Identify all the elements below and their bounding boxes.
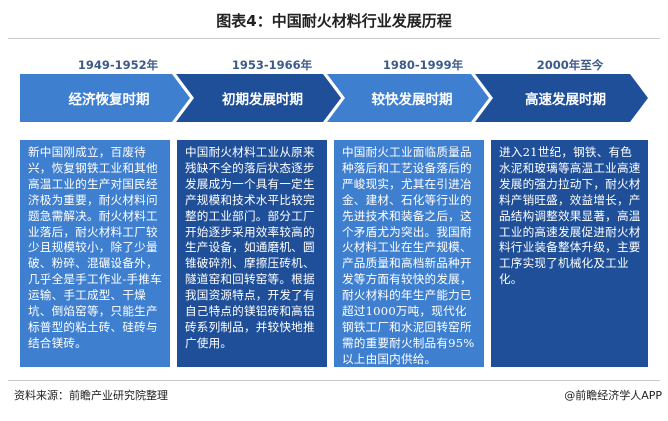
stage-2-description: 中国耐火材料工业从原来残缺不全的落后状态逐步发展成为一个具有一定生产规模和技术水… xyxy=(177,140,327,367)
bottom-divider xyxy=(8,380,660,381)
stage-3-years: 1980-1999年 xyxy=(382,58,464,72)
stage-2-years: 1953-1966年 xyxy=(231,58,313,72)
page-title: 图表4：中国耐火材料行业发展历程 xyxy=(216,12,452,30)
stage-3-name: 较快发展时期 xyxy=(371,92,453,108)
stage-1-chevron: 经济恢复时期 xyxy=(20,74,190,122)
credit-note: @前瞻经济学人APP xyxy=(564,389,662,402)
stage-3-description: 中国耐火工业面临质量品种落后和工艺设备落后的严峻现实，尤其在引进冶金、建材、石化… xyxy=(334,140,484,367)
stage-4-chevron: 高速发展时期 xyxy=(475,74,648,122)
top-divider xyxy=(8,38,660,39)
stage-1-description: 新中国刚成立，百废待兴，恢复钢铁工业和其他高温工业的生产对国民经济极为重要，耐火… xyxy=(20,140,170,367)
stage-3-chevron: 较快发展时期 xyxy=(327,74,489,122)
stage-4-years: 2000年至今 xyxy=(536,58,604,72)
stage-4-name: 高速发展时期 xyxy=(525,92,606,108)
stage-1-years: 1949-1952年 xyxy=(77,58,159,72)
stage-2-name: 初期发展时期 xyxy=(222,92,303,108)
stage-1-name: 经济恢复时期 xyxy=(68,92,150,108)
stage-4-description: 进入21世纪，钢铁、有色水泥和玻璃等高温工业高速发展的强力拉动下，耐火材料产销旺… xyxy=(491,140,648,367)
source-note: 资料来源：前瞻产业研究院整理 xyxy=(14,389,168,402)
stage-2-chevron: 初期发展时期 xyxy=(176,74,341,122)
